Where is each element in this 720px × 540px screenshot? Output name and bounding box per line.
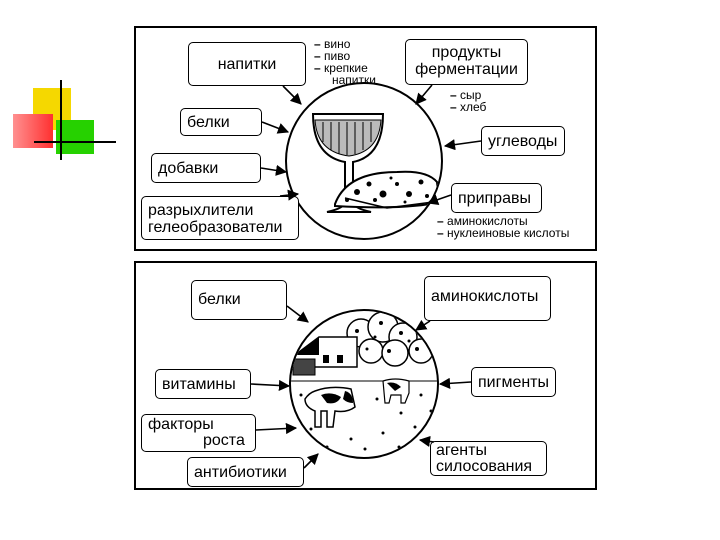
cheese-bread-icon — [334, 170, 441, 209]
callout-proteins-bottom-label: белки — [198, 291, 241, 308]
decor-green-square — [56, 120, 94, 154]
callout-additives: добавки — [151, 153, 261, 183]
seasonings-list-item: аминокислоты — [437, 215, 569, 227]
callout-growth-factors: факторы роста — [141, 414, 256, 452]
callout-carbohydrates-label: углеводы — [488, 133, 558, 150]
wine-glass-icon — [311, 113, 385, 213]
callout-leaveners: разрыхлители гелеобразователи — [141, 196, 299, 240]
callout-pigments-label: пигменты — [478, 374, 549, 391]
farm-scene-illustration — [291, 311, 437, 451]
arrow-additives — [260, 164, 288, 176]
decor-horizontal-line — [34, 141, 116, 143]
callout-vitamins: витамины — [155, 369, 251, 399]
arrow-vitamins — [250, 379, 291, 392]
wine-glass-and-bread-illustration — [311, 113, 441, 213]
arrow-seasonings — [426, 194, 452, 205]
callout-silage-agents-line1: агенты — [436, 442, 487, 459]
seasonings-list-item: нуклеиновые кислоты — [437, 227, 569, 239]
arrow-amino-acids — [415, 319, 431, 331]
callout-amino-acids: аминокислоты — [424, 276, 551, 321]
arrow-drinks — [282, 85, 302, 105]
decor-vertical-line — [60, 80, 62, 160]
arrow-proteins-top — [261, 121, 290, 134]
callout-silage-agents: агенты силосования — [430, 441, 547, 476]
callout-fermentation-products: продукты ферментации — [405, 39, 528, 85]
callout-proteins-top: белки — [180, 108, 262, 136]
callout-fermentation-products-line1: продукты — [431, 44, 502, 61]
callout-growth-factors-line2: роста — [203, 432, 245, 449]
callout-fermentation-products-line2: ферментации — [415, 61, 518, 78]
callout-growth-factors-line1: факторы — [148, 416, 214, 433]
seasonings-list: аминокислоты нуклеиновые кислоты — [437, 215, 569, 239]
arrow-proteins-bottom — [286, 305, 309, 323]
callout-drinks-label: напитки — [217, 56, 277, 73]
callout-silage-agents-line2: силосования — [436, 458, 533, 475]
arrow-carbohydrates — [443, 139, 482, 151]
callout-pigments: пигменты — [471, 367, 556, 397]
farm-scene-icon — [291, 311, 437, 451]
fermentation-list-item: сыр — [450, 89, 486, 101]
drinks-list-item: пиво — [314, 50, 376, 62]
drinks-list: вино пиво крепкие напитки — [314, 38, 376, 86]
top-center-circle — [285, 82, 443, 240]
drinks-list-item-continuation: напитки — [332, 73, 376, 87]
callout-additives-label: добавки — [158, 160, 219, 177]
callout-antibiotics: антибиотики — [187, 457, 304, 487]
callout-seasonings-label: приправы — [458, 190, 531, 207]
callout-drinks: напитки — [188, 42, 306, 86]
fermentation-list-item: хлеб — [450, 101, 486, 113]
callout-vitamins-label: витамины — [162, 376, 236, 393]
arrow-leaveners — [279, 189, 300, 201]
cow-icon — [304, 378, 410, 428]
fermentation-list: сыр хлеб — [450, 89, 486, 113]
drinks-list-item: крепкие — [314, 62, 376, 74]
arrow-antibiotics — [303, 453, 319, 469]
callout-seasonings: приправы — [451, 183, 542, 213]
arrow-fermentation — [415, 84, 433, 105]
callout-proteins-top-label: белки — [187, 114, 230, 131]
arrow-silage-agents — [418, 435, 435, 447]
callout-leaveners-line1: разрыхлители — [148, 202, 254, 219]
arrow-pigments — [438, 377, 472, 389]
callout-amino-acids-label: аминокислоты — [431, 288, 539, 305]
callout-carbohydrates: углеводы — [481, 126, 565, 156]
arrow-growth-factors — [255, 422, 298, 435]
drinks-list-item: вино — [314, 38, 376, 50]
callout-antibiotics-label: антибиотики — [194, 464, 287, 481]
callout-leaveners-line2: гелеобразователи — [148, 219, 283, 236]
callout-proteins-bottom: белки — [191, 280, 287, 320]
